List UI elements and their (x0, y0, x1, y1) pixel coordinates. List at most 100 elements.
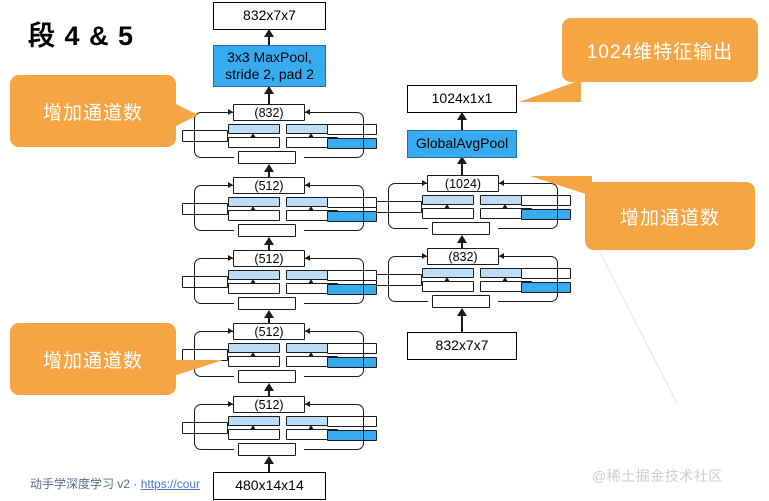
inception-branch2-conv2 (228, 429, 280, 440)
callout-top-right[interactable]: 1024维特征输出 (562, 18, 758, 82)
arrow-head-icon (264, 29, 274, 37)
arrow-shaft (461, 113, 463, 130)
inception-block-512-c-left: (512) (182, 323, 377, 385)
inception-branch4-conv (327, 357, 377, 368)
arrow-head-icon (250, 279, 256, 284)
inception-block-512-a-left: (512) (182, 177, 377, 239)
inception-concat-output: (832) (233, 104, 305, 121)
inception-branch1-conv (182, 276, 228, 288)
arrow-head-icon (264, 456, 274, 464)
inception-wire-right (498, 256, 558, 302)
callout-top-left-label: 增加通道数 (42, 102, 143, 124)
inception-input-split (432, 222, 490, 235)
arrow-head-icon (502, 277, 508, 282)
inception-branch1-conv (182, 130, 228, 142)
inception-branch2-conv2 (228, 210, 280, 221)
callout-mid-right-tail (530, 176, 592, 196)
inception-branch4-conv (327, 211, 377, 222)
inception-wire-left (194, 258, 234, 304)
arrow-head-icon (422, 180, 427, 186)
arrow-head-icon (502, 204, 508, 209)
arrow-shaft (268, 385, 270, 402)
maxpool-line1: 3x3 MaxPool, (227, 48, 312, 65)
callout-top-right-tail (519, 80, 581, 102)
inception-block-832-right: (832) (376, 248, 571, 310)
inception-wire-right (304, 185, 364, 231)
arrow-head-icon (499, 253, 504, 259)
inception-branch4-conv (327, 138, 377, 149)
arrow-head-icon (305, 401, 310, 407)
inception-wire-right (304, 258, 364, 304)
arrow-shaft (461, 158, 463, 175)
arrow-head-icon (264, 383, 274, 391)
arrow-head-icon (305, 328, 310, 334)
footer-text: 动手学深度学习 v2 · (30, 477, 141, 491)
inception-branch4-pool (327, 343, 377, 354)
inception-block-1024-right: (1024) (376, 175, 571, 237)
inception-concat-output: (832) (427, 248, 499, 265)
inception-input-split (238, 370, 296, 383)
arrow-head-icon (308, 279, 314, 284)
right-globalavgpool-box: GlobalAvgPool (407, 130, 517, 158)
maxpool-line2: stride 2, pad 2 (225, 66, 314, 82)
callout-bottom-left[interactable]: 增加通道数 (10, 323, 176, 395)
arrow-head-icon (264, 86, 274, 94)
arrow-head-icon (457, 235, 467, 243)
arrow-head-icon (308, 352, 314, 357)
inception-wire-right (304, 404, 364, 450)
inception-input-split (238, 297, 296, 310)
arrow-shaft (268, 312, 270, 329)
inception-wire-left (194, 185, 234, 231)
inception-block-512-d-left: (512) (182, 396, 377, 458)
arrow-head-icon (250, 206, 256, 211)
footer-attribution: 动手学深度学习 v2 · https://cour (30, 475, 200, 492)
inception-wire-left (194, 404, 234, 450)
arrow-head-icon (305, 255, 310, 261)
arrow-head-icon (305, 182, 310, 188)
callout-bottom-left-label: 增加通道数 (42, 350, 143, 372)
inception-branch4-conv (327, 284, 377, 295)
inception-wire-right (498, 183, 558, 229)
inception-branch2-conv2 (422, 208, 474, 219)
arrow-head-icon (250, 133, 256, 138)
inception-branch4-conv (521, 209, 571, 220)
left-maxpool-box: 3x3 MaxPool, stride 2, pad 2 (213, 45, 326, 87)
inception-branch2-conv2 (422, 281, 474, 292)
arrow-head-icon (228, 255, 233, 261)
right-output-box: 1024x1x1 (407, 85, 517, 113)
arrow-head-icon (264, 237, 274, 245)
inception-branch1-conv (182, 422, 228, 434)
callout-mid-right[interactable]: 增加通道数 (585, 182, 755, 250)
arrow-head-icon (264, 310, 274, 318)
inception-branch4-conv (521, 282, 571, 293)
arrow-head-icon (250, 352, 256, 357)
inception-input-split (432, 295, 490, 308)
inception-branch1-conv (376, 201, 422, 213)
inception-branch4-conv (327, 430, 377, 441)
page-title: 段 4 & 5 (28, 21, 135, 51)
inception-wire-left (388, 183, 428, 229)
watermark: @稀土掘金技术社区 (592, 468, 723, 484)
arrow-head-icon (457, 308, 467, 316)
left-output-box: 832x7x7 (213, 2, 326, 30)
callout-top-left[interactable]: 增加通道数 (10, 75, 176, 147)
arrow-head-icon (422, 253, 427, 259)
arrow-head-icon (457, 156, 467, 164)
inception-branch4-pool (521, 268, 571, 279)
inception-branch1-conv (376, 274, 422, 286)
footer-link[interactable]: https://cour (140, 477, 201, 491)
left-input-box: 480x14x14 (213, 472, 326, 500)
inception-branch1-conv (182, 203, 228, 215)
inception-branch2-conv2 (228, 356, 280, 367)
arrow-head-icon (228, 109, 233, 115)
callout-top-left-tail (176, 104, 198, 126)
arrow-head-icon (228, 328, 233, 334)
inception-wire-right (304, 112, 364, 158)
arrow-head-icon (308, 425, 314, 430)
inception-concat-output: (512) (233, 250, 305, 267)
arrow-shaft (268, 458, 270, 472)
inception-wire-left (194, 112, 234, 158)
arrow-head-icon (308, 206, 314, 211)
inception-concat-output: (1024) (427, 175, 499, 192)
inception-input-split (238, 151, 296, 164)
